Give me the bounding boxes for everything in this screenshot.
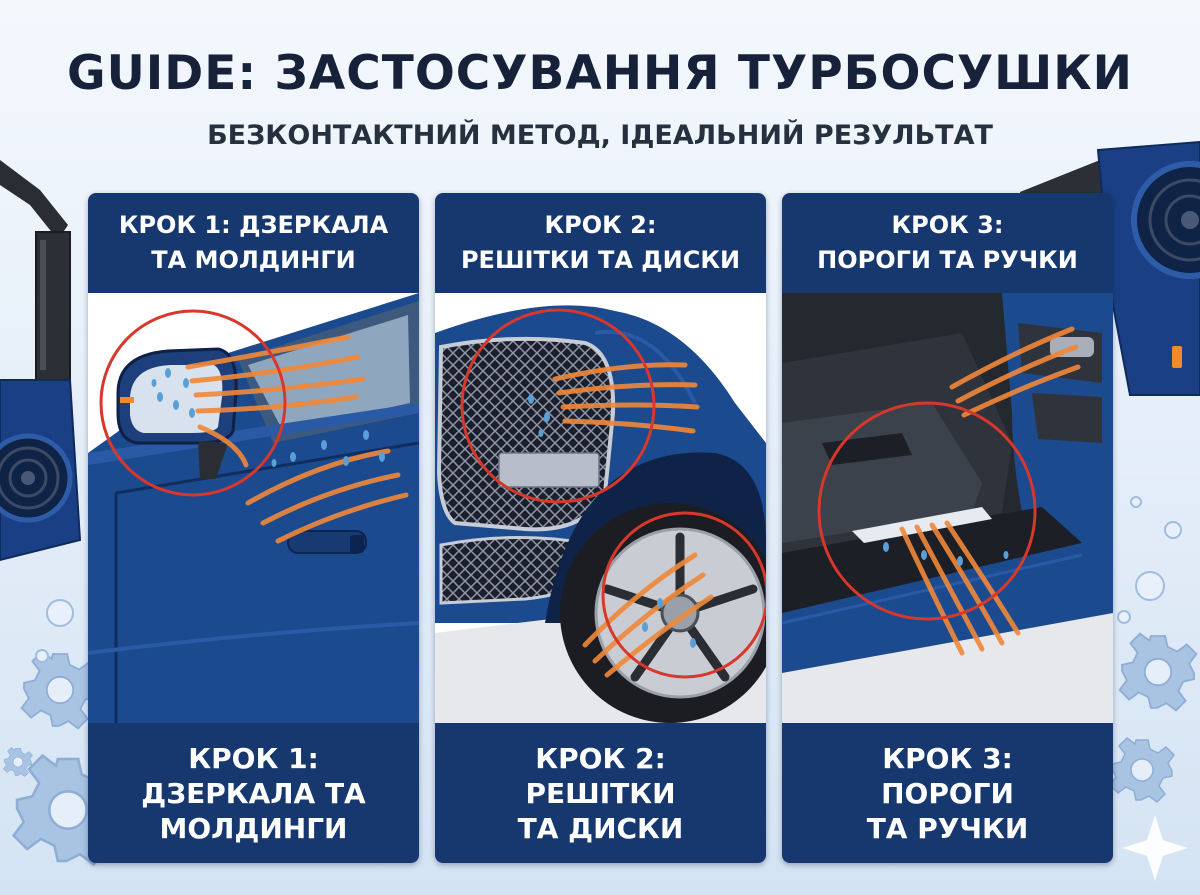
step-card-2: КРОК 2: РЕШІТКИ ТА ДИСКИ	[435, 193, 766, 863]
step-card-3: КРОК 3: ПОРОГИ ТА РУЧКИ	[782, 193, 1113, 863]
step-card-footer: КРОК 3: ПОРОГИ ТА РУЧКИ	[782, 723, 1113, 863]
page-title: GUIDE: ЗАСТОСУВАННЯ ТУРБОСУШКИ	[67, 46, 1133, 101]
step-caption-line: КРОК 1:	[188, 741, 319, 775]
step-heading-line: КРОК 3:	[891, 211, 1004, 239]
bubble-icon	[35, 496, 1182, 663]
car-side-mirror-illustration	[88, 293, 419, 723]
step-card-header: КРОК 3: ПОРОГИ ТА РУЧКИ	[782, 193, 1113, 293]
page-subtitle: БЕЗКОНТАКТНИЙ МЕТОД, ІДЕАЛЬНИЙ РЕЗУЛЬТАТ	[207, 120, 993, 151]
step-caption-line: КРОК 2:	[535, 741, 666, 775]
step-card-header: КРОК 2: РЕШІТКИ ТА ДИСКИ	[435, 193, 766, 293]
step-heading-line: ПОРОГИ ТА РУЧКИ	[817, 246, 1078, 274]
step-caption-line: КРОК 3:	[882, 741, 1013, 775]
step-caption-line: РЕШІТКИ	[525, 776, 676, 810]
step-card-footer: КРОК 1: ДЗЕРКАЛА ТА МОЛДИНГИ	[88, 723, 419, 863]
step-caption-line: ДЗЕРКАЛА ТА	[141, 776, 366, 810]
step-caption-line: ТА РУЧКИ	[866, 811, 1029, 845]
step-caption-line: ТА ДИСКИ	[517, 811, 684, 845]
step-caption-line: ПОРОГИ	[881, 776, 1014, 810]
step-heading-line: РЕШІТКИ ТА ДИСКИ	[460, 246, 741, 274]
car-door-sill-illustration	[782, 293, 1113, 723]
left-blower-icon	[0, 160, 82, 562]
step-card-header: КРОК 1: ДЗЕРКАЛА ТА МОЛДИНГИ	[88, 193, 419, 293]
car-grille-wheel-illustration	[435, 293, 766, 723]
sparkle-icon	[1122, 815, 1188, 881]
step-heading-line: КРОК 2:	[544, 211, 657, 239]
step-heading-line: КРОК 1: ДЗЕРКАЛА	[118, 211, 389, 239]
step-caption-line: МОЛДИНГИ	[159, 811, 348, 845]
step-card-footer: КРОК 2: РЕШІТКИ ТА ДИСКИ	[435, 723, 766, 863]
step-card-1: КРОК 1: ДЗЕРКАЛА ТА МОЛДИНГИ	[88, 193, 419, 863]
step-heading-line: ТА МОЛДИНГИ	[151, 246, 356, 274]
